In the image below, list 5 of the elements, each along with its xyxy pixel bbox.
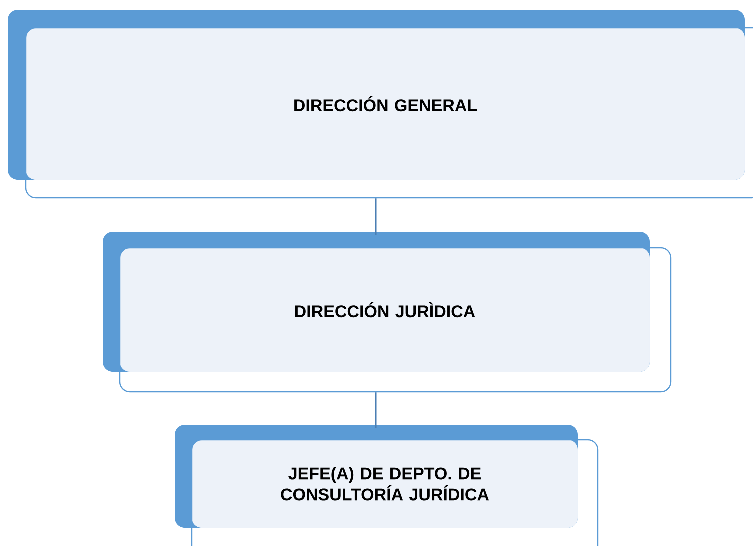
connector-line xyxy=(375,198,377,236)
org-box: JEFE(A) DE DEPTO. DE CONSULTORÍA JURÍDICA xyxy=(175,425,599,546)
org-box: DIRECCIÓN GENERAL xyxy=(8,10,753,199)
org-box: DIRECCIÓN JURÌDICA xyxy=(103,232,672,393)
connector-line xyxy=(375,392,377,428)
